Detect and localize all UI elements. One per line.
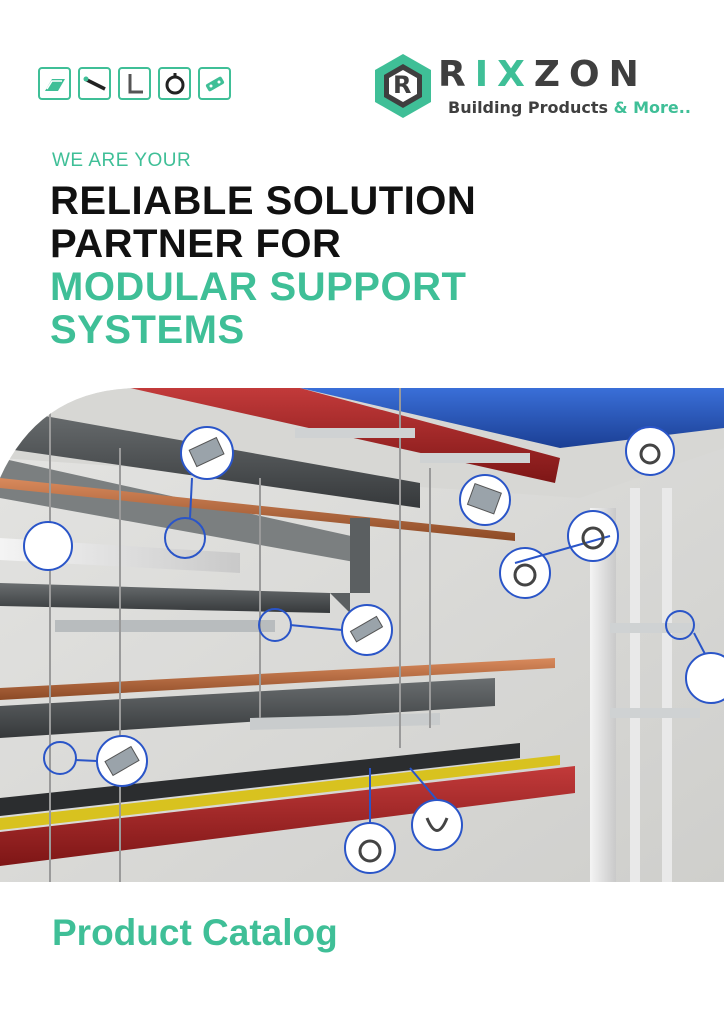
brand-name: RIXZON xyxy=(438,54,648,95)
headline-line-1: RELIABLE SOLUTION xyxy=(50,179,477,223)
headline: RELIABLE SOLUTION PARTNER FOR MODULAR SU… xyxy=(50,180,476,352)
logo-letter: R xyxy=(393,71,412,99)
hero-illustration xyxy=(0,388,724,882)
logo-hexagon-icon xyxy=(375,54,431,118)
brand-name-suffix: ZON xyxy=(533,54,648,95)
connector-plate-icon xyxy=(198,67,231,100)
pipe-clamp-icon xyxy=(158,67,191,100)
channel-icon xyxy=(38,67,71,100)
brand-name-prefix: R xyxy=(438,54,475,95)
headline-eyebrow: WE ARE YOUR xyxy=(52,150,192,171)
headline-line-4: SYSTEMS xyxy=(50,308,245,352)
tagline-main: Building Products xyxy=(448,98,609,117)
company-logo: R RIXZON Building Products & More.. xyxy=(372,52,692,122)
threaded-rod-icon xyxy=(78,67,111,100)
brand-name-highlight: IX xyxy=(474,54,534,95)
brand-tagline: Building Products & More.. xyxy=(448,98,691,117)
headline-line-2: PARTNER FOR xyxy=(50,222,342,266)
bracket-icon xyxy=(118,67,151,100)
catalog-title: Product Catalog xyxy=(52,912,338,953)
product-icon-strip xyxy=(38,67,231,100)
headline-line-3: MODULAR SUPPORT xyxy=(50,265,467,309)
tagline-accent: & More.. xyxy=(613,98,691,117)
